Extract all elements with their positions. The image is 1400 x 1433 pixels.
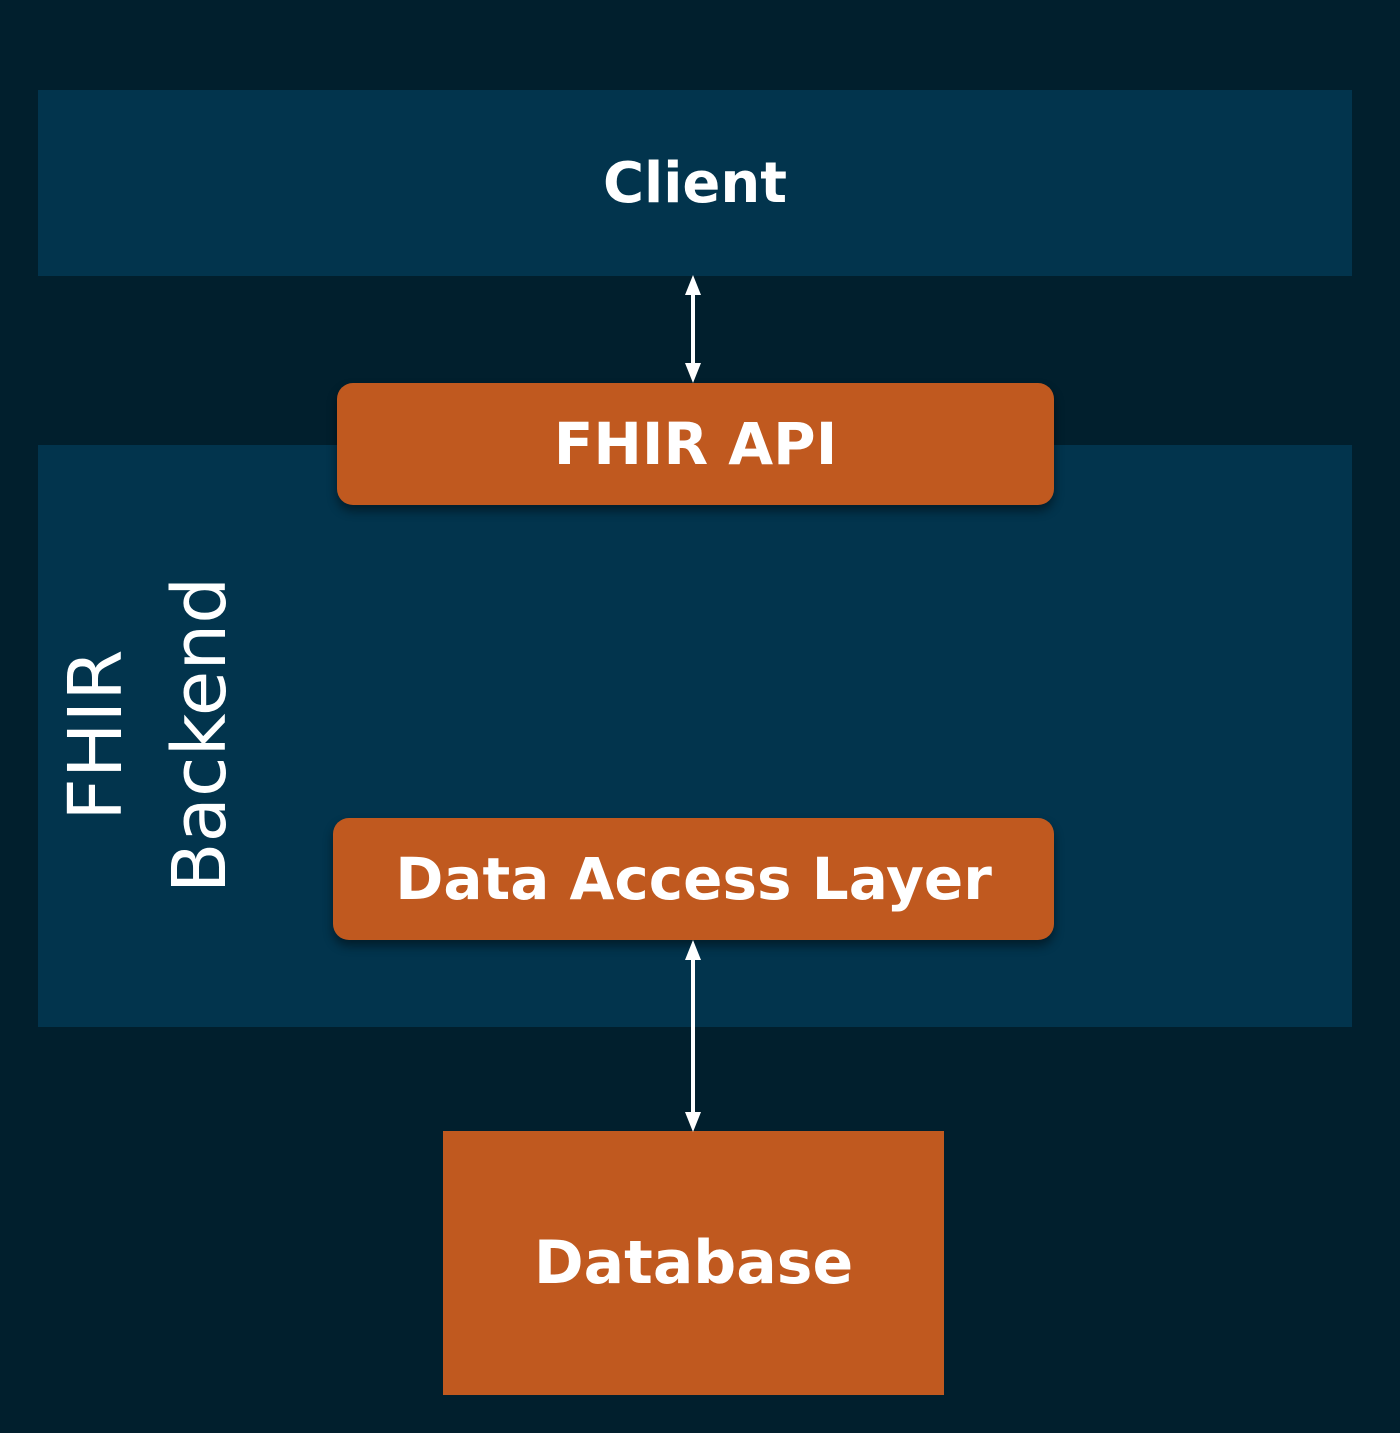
database-box: Database: [443, 1131, 944, 1395]
database-label: Database: [533, 1228, 854, 1298]
client-label: Client: [602, 150, 788, 216]
data-access-layer-label: Data Access Layer: [395, 845, 992, 913]
fhir-api-label: FHIR API: [553, 410, 838, 478]
client-panel: Client: [38, 90, 1352, 276]
data-access-layer-box: Data Access Layer: [333, 818, 1054, 940]
fhir-api-box: FHIR API: [337, 383, 1054, 505]
